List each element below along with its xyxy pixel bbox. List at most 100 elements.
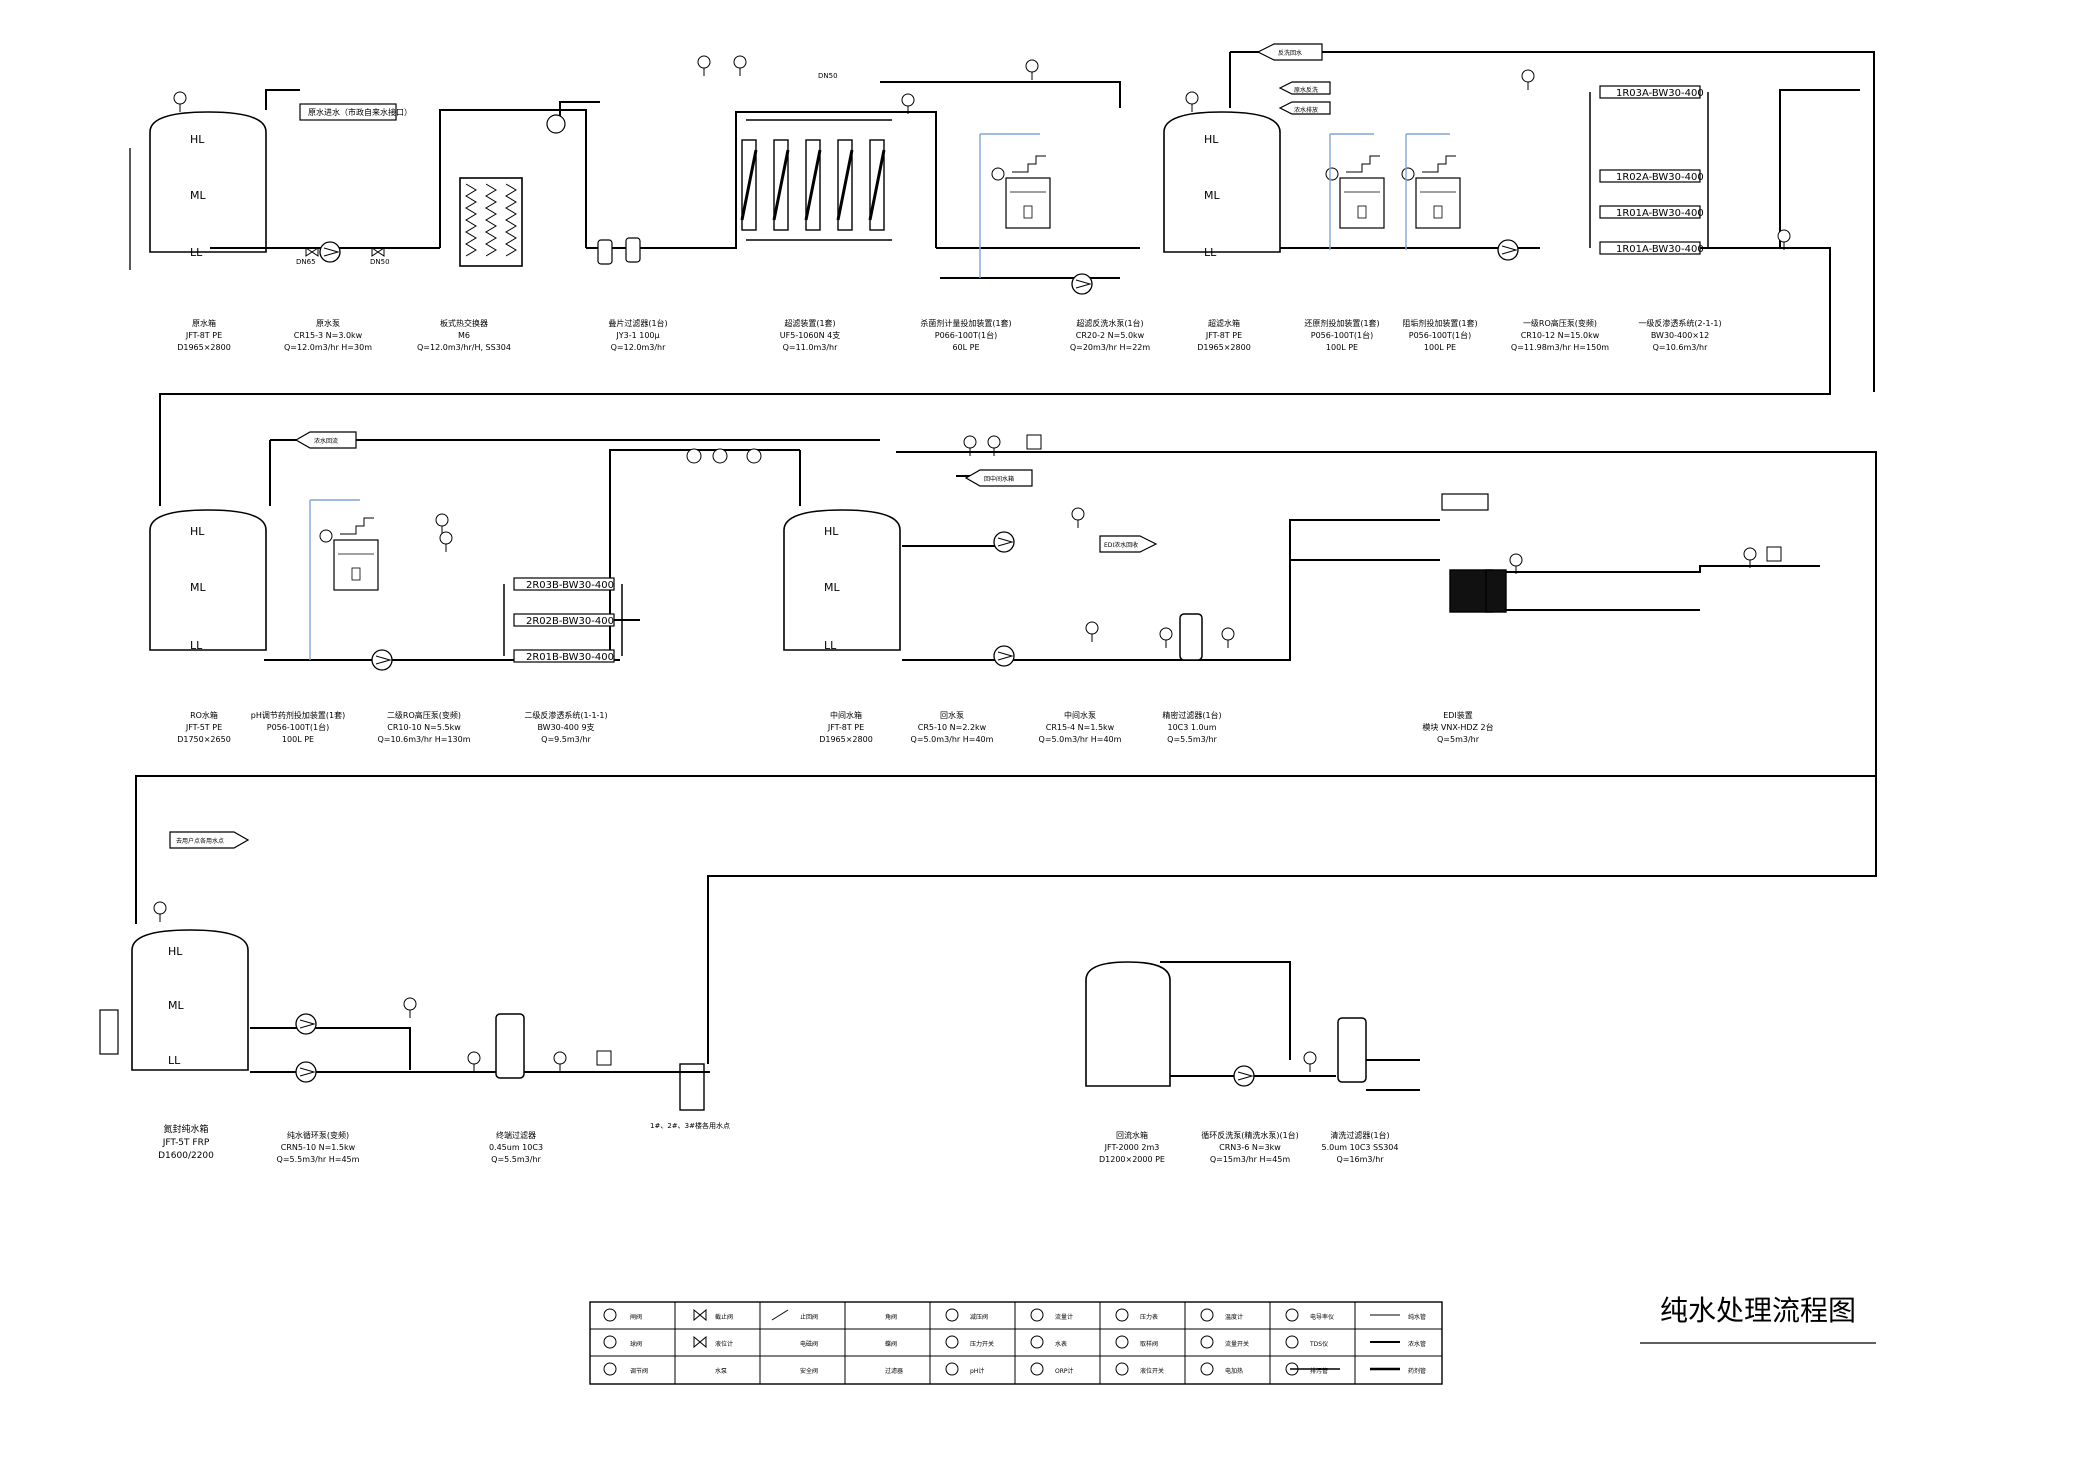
svg-text:CRN5-10 N=1.5kw: CRN5-10 N=1.5kw <box>281 1143 356 1152</box>
svg-text:板式热交换器: 板式热交换器 <box>440 318 488 328</box>
svg-text:Q=12.0m3/hr H=30m: Q=12.0m3/hr H=30m <box>284 343 372 352</box>
svg-text:回流水箱: 回流水箱 <box>1116 1130 1148 1140</box>
svg-text:JFT-5T PE: JFT-5T PE <box>185 723 222 732</box>
ro-module-label: 2R02B-BW30-400 <box>526 616 614 627</box>
svg-text:一级反渗透系统(2-1-1): 一级反渗透系统(2-1-1) <box>1638 318 1721 328</box>
ro-module-label: 2R01B-BW30-400 <box>526 652 614 663</box>
svg-text:模块 VNX-HDZ 2台: 模块 VNX-HDZ 2台 <box>1422 722 1493 732</box>
svg-text:LL: LL <box>824 639 837 652</box>
ro2-high-pressure-pump <box>371 649 393 671</box>
diagram-title: 纯水处理流程图 <box>1660 1294 1856 1327</box>
svg-text:BW30-400×12: BW30-400×12 <box>1651 331 1709 340</box>
svg-text:Q=10.6m3/hr: Q=10.6m3/hr <box>1653 343 1708 352</box>
svg-text:JFT-8T PE: JFT-8T PE <box>827 723 864 732</box>
svg-text:CR10-10 N=5.5kw: CR10-10 N=5.5kw <box>387 723 461 732</box>
ro-module-label: 1R03A-BW30-400 <box>1616 88 1704 99</box>
instruments-row1 <box>173 55 1791 251</box>
svg-text:Q=5.5m3/hr: Q=5.5m3/hr <box>491 1155 541 1164</box>
svg-text:Q=15m3/hr H=45m: Q=15m3/hr H=45m <box>1210 1155 1291 1164</box>
svg-text:DN50: DN50 <box>818 72 838 80</box>
svg-text:0.45um 10C3: 0.45um 10C3 <box>489 1143 543 1152</box>
svg-text:排污管: 排污管 <box>1310 1367 1328 1375</box>
svg-text:安全阀: 安全阀 <box>800 1367 818 1375</box>
intermediate-return-tag: 回中间水箱 EDI浓水回收 <box>964 469 1158 553</box>
svg-text:Q=20m3/hr H=22m: Q=20m3/hr H=22m <box>1070 343 1151 352</box>
svg-text:纯水循环泵(变频): 纯水循环泵(变频) <box>287 1130 349 1140</box>
raw-water-pump <box>319 241 341 263</box>
svg-text:Q=5.5m3/hr H=45m: Q=5.5m3/hr H=45m <box>277 1155 360 1164</box>
pressure-gauge <box>546 114 566 134</box>
nitrogen-sealed-pure-water-tank: HL ML LL <box>99 929 249 1071</box>
svg-text:CR15-3 N=3.0kw: CR15-3 N=3.0kw <box>294 331 363 340</box>
svg-text:100L PE: 100L PE <box>1326 343 1358 352</box>
svg-text:蝶阀: 蝶阀 <box>885 1340 897 1348</box>
svg-text:UF5-1060N 4支: UF5-1060N 4支 <box>780 330 840 340</box>
svg-text:EDI浓水回收: EDI浓水回收 <box>1104 541 1138 549</box>
svg-text:清洗过滤器(1台): 清洗过滤器(1台) <box>1330 1130 1389 1140</box>
svg-text:回水泵: 回水泵 <box>940 710 964 720</box>
svg-text:Q=11.98m3/hr H=150m: Q=11.98m3/hr H=150m <box>1511 343 1609 352</box>
svg-text:水泵: 水泵 <box>715 1367 727 1375</box>
svg-text:过滤器: 过滤器 <box>885 1367 903 1375</box>
bactericide-dosing-unit <box>991 155 1051 229</box>
svg-text:取样阀: 取样阀 <box>1140 1340 1158 1348</box>
svg-text:Q=10.6m3/hr H=130m: Q=10.6m3/hr H=130m <box>377 735 470 744</box>
uf-return-tag: 反洗回水 原水反洗 浓水排放 <box>1256 43 1331 115</box>
svg-text:pH调节药剂投加装置(1套): pH调节药剂投加装置(1套) <box>251 710 345 720</box>
svg-text:CR20-2 N=5.0kw: CR20-2 N=5.0kw <box>1076 331 1145 340</box>
svg-text:RO水箱: RO水箱 <box>190 710 218 720</box>
svg-text:100L PE: 100L PE <box>1424 343 1456 352</box>
svg-text:D1965×2800: D1965×2800 <box>819 735 873 744</box>
svg-text:60L PE: 60L PE <box>952 343 979 352</box>
svg-text:水表: 水表 <box>1055 1340 1067 1348</box>
circulation-pump <box>295 1061 317 1083</box>
svg-text:P056-100T(1台): P056-100T(1台) <box>267 722 329 732</box>
pipe-valve <box>305 247 319 257</box>
svg-text:阻垢剂投加装置(1套): 阻垢剂投加装置(1套) <box>1402 318 1477 328</box>
svg-text:流量开关: 流量开关 <box>1225 1340 1249 1348</box>
svg-text:D1600/2200: D1600/2200 <box>158 1151 214 1161</box>
reductant-dosing-unit <box>1325 155 1385 229</box>
equipment-label: 一级RO高压泵(变频)CR10-12 N=15.0kwQ=11.98m3/hr … <box>1511 318 1609 352</box>
ro-module-label: 1R01A-BW30-400 <box>1616 208 1704 219</box>
antiscalant-dosing-unit <box>1401 155 1461 229</box>
raw-inlet-tag: 原水进水（市政自来水接口） <box>299 103 412 121</box>
svg-text:反洗回水: 反洗回水 <box>1278 49 1302 57</box>
svg-text:电导率仪: 电导率仪 <box>1310 1313 1334 1321</box>
svg-text:pH计: pH计 <box>970 1367 984 1375</box>
svg-text:JFT-8T PE: JFT-8T PE <box>1205 331 1242 340</box>
circulation-pump <box>295 1013 317 1035</box>
svg-text:中间水箱: 中间水箱 <box>830 710 862 720</box>
backwash-pump <box>1233 1065 1255 1087</box>
svg-text:Q=5.0m3/hr H=40m: Q=5.0m3/hr H=40m <box>1039 735 1122 744</box>
svg-text:液位计: 液位计 <box>715 1340 733 1348</box>
ro-water-tank: HL ML LL <box>149 509 267 652</box>
svg-text:二级反渗透系统(1-1-1): 二级反渗透系统(1-1-1) <box>524 710 607 720</box>
tank-level-ll: LL <box>190 246 203 259</box>
svg-text:浓水管: 浓水管 <box>1408 1340 1426 1348</box>
pipe-size-label: DN50 <box>370 258 390 266</box>
svg-text:D1200×2000 PE: D1200×2000 PE <box>1099 1155 1165 1164</box>
ph-dosing-unit <box>319 517 379 591</box>
edi-unit <box>1441 493 1507 613</box>
svg-text:JFT-2000 2m3: JFT-2000 2m3 <box>1104 1143 1160 1152</box>
svg-text:D1965×2800: D1965×2800 <box>1197 343 1251 352</box>
row3-pipework <box>135 776 1877 1091</box>
user-point-tag: 去用户点各用水点 <box>169 831 250 849</box>
precision-filter <box>1179 613 1203 661</box>
instruments-row2 <box>435 434 1782 649</box>
svg-text:流量计: 流量计 <box>1055 1313 1073 1321</box>
svg-text:JY3-1 100μ: JY3-1 100μ <box>615 331 659 340</box>
svg-text:Q=12.0m3/hr: Q=12.0m3/hr <box>611 343 666 352</box>
